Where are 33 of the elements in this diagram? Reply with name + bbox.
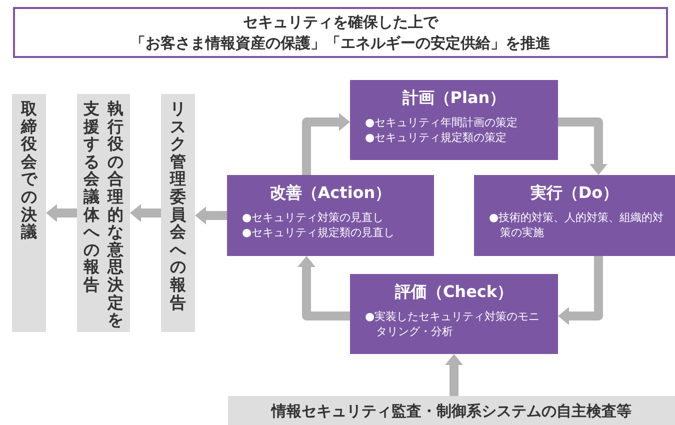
process-box [350, 80, 558, 160]
report-column [77, 94, 130, 332]
band-box [228, 396, 675, 425]
process-box [227, 175, 434, 256]
arrow [558, 256, 603, 325]
arrow [558, 118, 608, 175]
bullet-text: ●実装したセキュリティ対策のモニタリング・分析 [364, 309, 541, 339]
arrow [298, 256, 350, 320]
arrow [130, 204, 161, 222]
box-heading: 計画（Plan） [401, 88, 507, 109]
box-heading: 改善（Action） [268, 183, 392, 204]
heading-box [13, 7, 668, 58]
bullet-text: ●セキュリティ対策の見直し [241, 210, 385, 225]
decision-column [12, 94, 46, 332]
vertical-label: リスク管理委員会への報告 [170, 100, 186, 314]
bullet-text: ●セキュリティ年間計画の策定 [364, 115, 519, 130]
arrow [302, 113, 350, 175]
arrow [445, 354, 463, 396]
bullet-text: ●セキュリティ規定類の見直し [241, 225, 396, 240]
box-heading: 実行（Do） [529, 183, 620, 204]
arrow [46, 204, 77, 222]
vertical-label: 取締役会での決議 [21, 100, 37, 244]
bullet-text: ●セキュリティ規定類の策定 [364, 130, 508, 145]
band-text: 情報セキュリティ監査・制御系システムの自主検査等 [270, 401, 632, 422]
box-heading: 評価（Check） [394, 282, 514, 303]
process-box [350, 274, 558, 354]
vertical-label: 執行役の合理的な意思決定を支援する会議体への報告 [84, 100, 124, 332]
arrow [195, 206, 227, 224]
process-box [474, 175, 675, 256]
bullet-text: ●技術的対策、人的対策、組織的対策の実施 [488, 210, 665, 240]
heading-text: 「お客さま情報資産の保護」「エネルギーの安定供給」を推進 [130, 33, 552, 54]
heading-text: セキュリティを確保した上で [242, 12, 440, 33]
report-column [161, 94, 195, 332]
